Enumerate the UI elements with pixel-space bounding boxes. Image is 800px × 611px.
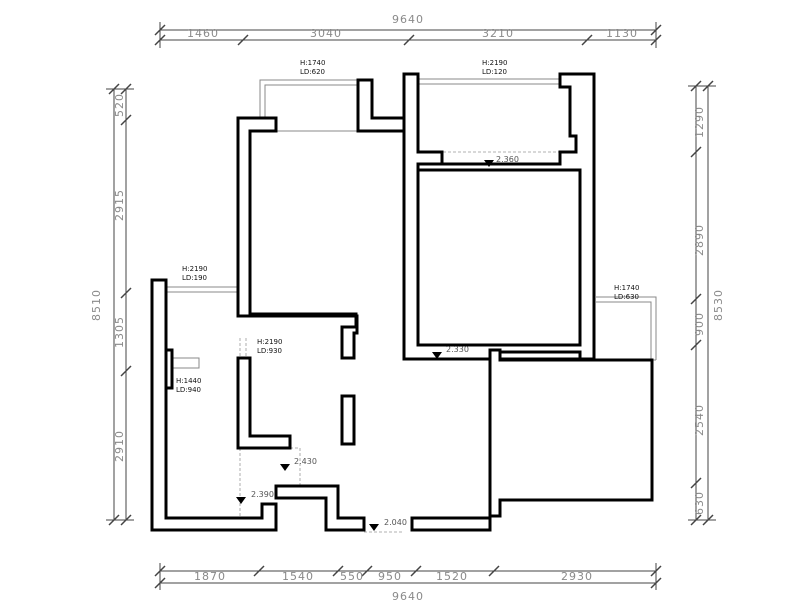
right-dimension-3: 900: [693, 312, 706, 336]
top-dimension-3: 3210: [482, 27, 514, 40]
wall-top-stub: [356, 78, 406, 133]
right-dimension-1: 1290: [693, 106, 706, 138]
window-1-height: H:1740: [300, 59, 325, 67]
window-4-height: H:2190: [257, 338, 282, 346]
window-notes: H:1740 LD:620 H:2190 LD:120 H:2190 LD:19…: [176, 59, 639, 394]
wall-center-left: [236, 356, 292, 450]
window-3-height: H:2190: [182, 265, 207, 273]
top-dimensions: 9640 1460 3040 3210 1130: [154, 13, 662, 48]
top-total-dimension: 9640: [392, 13, 424, 26]
right-dimension-4: 2540: [693, 404, 706, 436]
window-4-ld: LD:930: [257, 347, 282, 355]
left-total-dimension: 8510: [90, 289, 103, 321]
wall-left-stub: [164, 348, 174, 390]
bottom-dimension-4: 950: [378, 570, 402, 583]
level-marker-3-triangle: [280, 464, 290, 471]
bottom-dimension-2: 1540: [282, 570, 314, 583]
level-marker-2: 2.330: [446, 345, 469, 354]
level-marker-1: 2.360: [496, 155, 519, 164]
bottom-dimension-6: 2930: [561, 570, 593, 583]
right-dimension-2: 2890: [693, 224, 706, 256]
left-dimensions: 8510 520 2915 1305 2910: [90, 83, 134, 526]
window-3-ld: LD:190: [182, 274, 207, 282]
level-marker-1-triangle: [484, 160, 494, 167]
level-marker-5: 2.040: [384, 518, 407, 527]
left-dimension-1: 520: [113, 93, 126, 117]
level-marker-4: 2.390: [251, 490, 274, 499]
wall-bedroom-bottom: [410, 516, 492, 532]
wall-upper-left-room: [236, 116, 359, 360]
right-dimensions: 1290 2890 900 2540 630 8530: [688, 80, 725, 526]
window-5-height: H:1440: [176, 377, 201, 385]
wall-bottom-center: [274, 484, 366, 532]
level-marker-2-triangle: [432, 352, 442, 359]
window-6-height: H:1740: [614, 284, 639, 292]
bottom-dimensions: 1870 1540 550 950 1520 2930 9640: [154, 563, 662, 603]
wall-center-pillar: [340, 394, 356, 446]
level-marker-5-triangle: [369, 524, 379, 531]
level-marker-3: 2.430: [294, 457, 317, 466]
window-5-ld: LD:940: [176, 386, 201, 394]
bottom-dimension-1: 1870: [194, 570, 226, 583]
left-dimension-3: 1305: [113, 316, 126, 348]
right-dimension-5: 630: [693, 491, 706, 515]
left-dimension-2: 2915: [113, 189, 126, 221]
wall-right-block: [402, 72, 596, 361]
level-markers: 2.360 2.330 2.430 2.390 2.040: [236, 155, 519, 531]
window-1-ld: LD:620: [300, 68, 325, 76]
top-dimension-2: 3040: [310, 27, 342, 40]
top-dimension-1: 1460: [187, 27, 219, 40]
window-2-height: H:2190: [482, 59, 507, 67]
window-2-ld: LD:120: [482, 68, 507, 76]
window-6-ld: LD:630: [614, 293, 639, 301]
bottom-dimension-5: 1520: [436, 570, 468, 583]
left-dimension-4: 2910: [113, 430, 126, 462]
level-marker-4-triangle: [236, 497, 246, 504]
bottom-total-dimension: 9640: [392, 590, 424, 603]
top-dimension-4: 1130: [606, 27, 638, 40]
wall-right-bedroom: [488, 348, 654, 518]
right-total-dimension: 8530: [712, 289, 725, 321]
bottom-dimension-3: 550: [340, 570, 364, 583]
walls: [150, 72, 654, 532]
